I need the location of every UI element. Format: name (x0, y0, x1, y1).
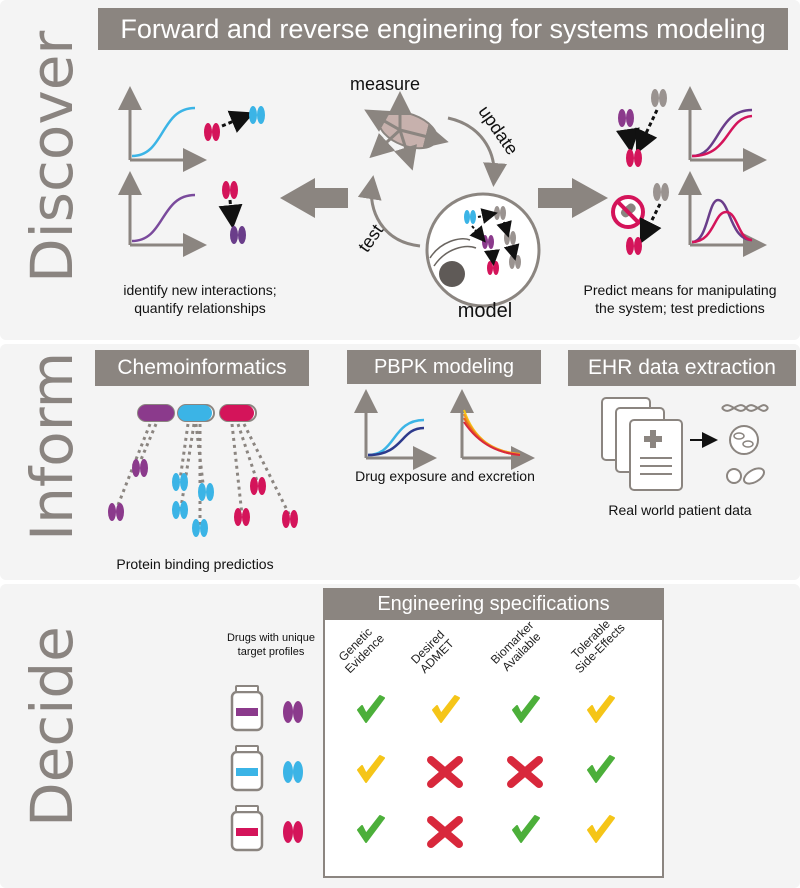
ehr-caption: Real world patient data (608, 502, 752, 518)
protein-purple-icon (230, 226, 246, 244)
bottle-cap-icon (235, 685, 259, 693)
check-yellow-icon (432, 695, 460, 723)
pbpk-caption: Drug exposure and excretion (355, 468, 535, 484)
model-cell-icon (425, 192, 541, 308)
check-green-icon (512, 815, 540, 843)
cross-red-icon (507, 756, 543, 788)
right-caption-line2: the system; test predictions (595, 300, 765, 316)
bottle-cap-icon (235, 745, 259, 753)
protein-magenta-icon-right (626, 149, 642, 167)
target-protein-icon (293, 761, 303, 783)
microbe-icon (729, 425, 759, 455)
left-caption-line2: quantify relationships (134, 300, 266, 316)
bottle-cap-icon (235, 805, 259, 813)
check-yellow-icon (587, 815, 615, 843)
check-yellow-icon (587, 695, 615, 723)
food-icon (726, 467, 765, 485)
pill-blue-icon (177, 404, 215, 422)
protein-magenta-icon-right-2 (626, 237, 642, 255)
check-green-icon (587, 755, 615, 783)
left-caption-line1: identify new interactions; (123, 282, 277, 298)
protein-magenta-icon-2 (222, 181, 238, 199)
target-protein-icon (283, 701, 293, 723)
measure-axes-icon (364, 91, 449, 171)
bottle-label (236, 768, 258, 776)
check-green-icon (512, 695, 540, 723)
cross-red-icon (427, 816, 463, 848)
drugs-label-line2: target profiles (237, 646, 305, 658)
chemo-caption: Protein binding predictios (116, 556, 274, 572)
left-big-arrow (280, 178, 348, 218)
drugs-label-line1: Drugs with unique (226, 632, 316, 644)
protein-magenta-icon (204, 123, 220, 141)
chemo-proteins (108, 459, 298, 537)
page-title: Forward and reverse enginering for syste… (98, 8, 788, 50)
discover-graphics (118, 86, 767, 308)
check-green-icon (357, 695, 385, 723)
pbpk-plot-exposure (354, 389, 437, 470)
bottle-label (236, 828, 258, 836)
target-protein-icon (293, 821, 303, 843)
right-plot-top (678, 86, 767, 172)
target-protein-icon (283, 821, 293, 843)
protein-purple-icon-right (618, 109, 634, 127)
bottle-label (236, 708, 258, 716)
chemoinformatics-title: Chemoinformatics (95, 350, 309, 386)
pbpk-title: PBPK modeling (347, 350, 541, 384)
left-plot-bottom (118, 171, 207, 257)
target-protein-icon (283, 761, 293, 783)
test-arrow (357, 175, 421, 248)
right-plot-bottom (678, 171, 767, 257)
update-arrow (447, 116, 508, 187)
ehr-documents-icon (601, 397, 683, 491)
measure-label: measure (349, 74, 421, 94)
ehr-title: EHR data extraction (568, 350, 796, 386)
left-plot-top (118, 86, 207, 172)
spec-title: Engineering specifications (323, 588, 664, 620)
spec-table-frame (323, 588, 664, 878)
dna-icon (721, 404, 769, 412)
pill-purple-icon (137, 404, 175, 422)
cross-red-icon (427, 756, 463, 788)
right-big-arrow (538, 178, 608, 218)
pill-magenta-icon (219, 404, 257, 422)
no-drug-icon (611, 195, 645, 229)
check-green-icon (357, 815, 385, 843)
target-protein-icon (293, 701, 303, 723)
check-yellow-icon (357, 755, 385, 783)
pbpk-plot-excretion (450, 389, 535, 470)
right-caption-line1: Predict means for manipulating (583, 282, 777, 298)
protein-gray-icon-right-2 (653, 183, 669, 201)
protein-gray-icon-right (651, 89, 667, 107)
protein-blue-icon (249, 106, 265, 124)
model-label: model (457, 300, 513, 322)
